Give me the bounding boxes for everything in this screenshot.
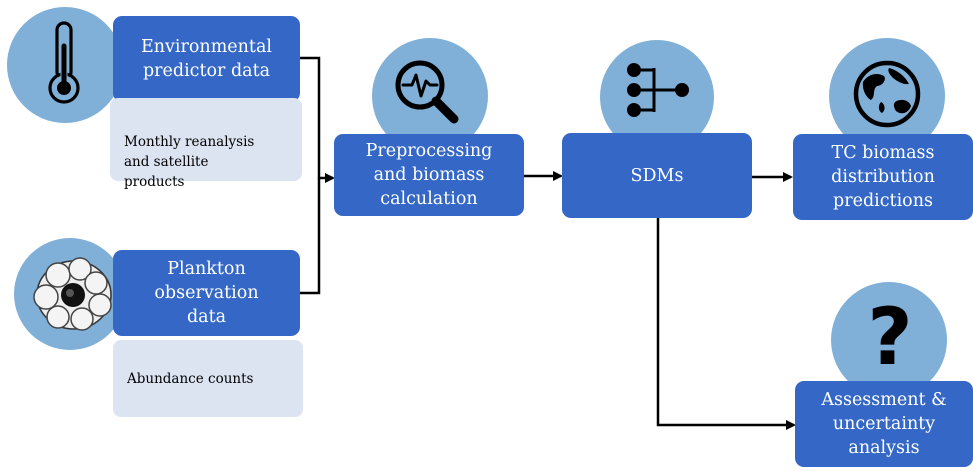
- preprocessing-box: Preprocessing and biomass calculation: [334, 134, 524, 216]
- environmental-note-text: Monthly reanalysis and satellite product…: [124, 134, 255, 190]
- sdms-label: SDMs: [630, 165, 684, 186]
- environmental-predictor-box: Environmental predictor data: [113, 16, 300, 102]
- predictions-label: TC biomass distribution predictions: [831, 143, 935, 211]
- svg-text:?: ?: [867, 293, 912, 376]
- plankton-observation-box: Plankton observation data: [113, 250, 300, 336]
- magnifier-waveform-icon: [395, 60, 459, 124]
- environmental-note: Monthly reanalysis and satellite product…: [110, 98, 302, 190]
- connector-sdms-to-assessment: [656, 218, 796, 430]
- environmental-predictor-label: Environmental predictor data: [141, 37, 272, 81]
- sdms-box: SDMs: [562, 133, 752, 218]
- globe-icon: [853, 60, 921, 128]
- assessment-icon-circle: [831, 282, 947, 398]
- question-mark-icon: ?: [867, 293, 912, 376]
- plankton-note-text: Abundance counts: [127, 370, 254, 387]
- plankton-observation-label: Plankton observation data: [154, 259, 259, 327]
- thermometer-icon: [48, 21, 80, 104]
- plankton-note: Abundance counts: [113, 340, 303, 417]
- plankton-cell-icon: [33, 257, 112, 331]
- assessment-label: Assessment & uncertainty analysis: [821, 390, 947, 458]
- connector-plankton-to-merge: [300, 178, 321, 295]
- connector-env-to-preprocessing: [300, 56, 335, 183]
- model-network-icon: [627, 63, 689, 117]
- predictions-box: TC biomass distribution predictions: [793, 134, 973, 220]
- preprocessing-label: Preprocessing and biomass calculation: [365, 141, 493, 209]
- assessment-box: Assessment & uncertainty analysis: [795, 381, 973, 467]
